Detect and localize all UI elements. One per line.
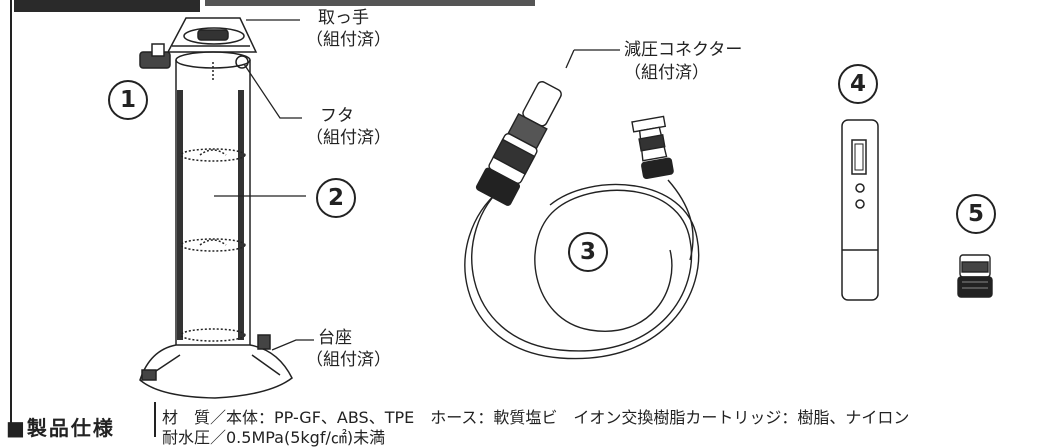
spec-pressure-line: 耐水圧／0.5MPa(5kgf/㎠)未満 [162,428,386,447]
label-lid-sub: （組付済） [306,128,391,148]
label-lid: フタ [320,106,354,126]
label-connector: 減圧コネクター [624,40,743,60]
hose-illustration [464,81,700,360]
part-number-5: 5 [956,194,996,234]
part-number-4: 4 [838,64,878,104]
spec-title: ■製品仕様 [6,416,115,440]
small-connector-illustration [957,254,993,298]
header-text-line [205,0,535,6]
label-base-sub: （組付済） [306,350,391,370]
part-number-2: 2 [316,178,356,218]
label-handle: 取っ手 [318,8,369,28]
spec-material-line: 材 質／本体：PP-GF、ABS、TPE ホース：軟質塩ビ イオン交換樹脂カート… [162,408,910,427]
header-bar [14,0,200,12]
frame-left [10,0,12,437]
label-handle-sub: （組付済） [306,30,391,50]
tank-illustration [139,17,293,399]
label-connector-sub: （組付済） [624,63,709,83]
part-number-1: 1 [108,80,148,120]
parts-illustration [139,17,993,399]
part-number-3: 3 [568,232,608,272]
product-spec-section: ■製品仕様 材 質／本体：PP-GF、ABS、TPE ホース：軟質塩ビ イオン交… [0,400,1039,447]
label-base: 台座 [318,328,352,348]
frame-spec-divider [154,402,156,437]
tester-illustration [841,119,879,301]
